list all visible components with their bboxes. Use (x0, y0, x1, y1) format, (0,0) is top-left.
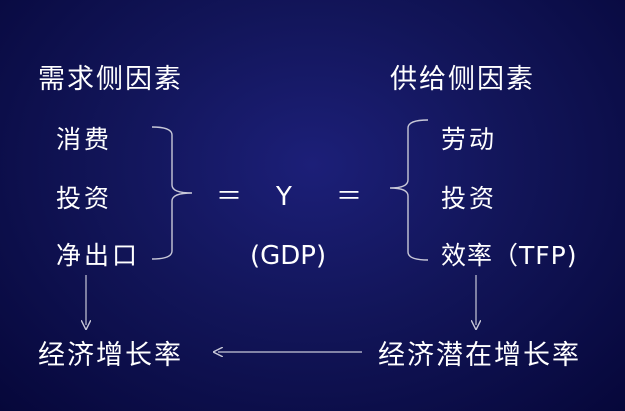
output-symbol-y: Y (276, 182, 292, 212)
demand-item-net-exports: 净出口 (56, 241, 141, 270)
supply-item-labor: 劳动 (441, 125, 498, 154)
demand-item-investment: 投资 (56, 184, 113, 213)
potential-growth-rate-label: 经济潜在增长率 (378, 340, 581, 371)
economic-growth-rate-label: 经济增长率 (38, 340, 183, 371)
left-brace (151, 126, 193, 260)
right-brace (389, 119, 429, 261)
supply-item-investment: 投资 (441, 184, 498, 213)
supply-item-efficiency-tfp: 效率（TFP) (441, 241, 578, 270)
supply-side-heading: 供给侧因素 (390, 64, 535, 95)
equals-sign-left: ＝ (216, 182, 243, 212)
demand-side-heading: 需求侧因素 (38, 64, 183, 95)
demand-item-consumption: 消费 (56, 125, 113, 154)
gdp-label: (GDP) (250, 241, 327, 271)
equals-sign-right: ＝ (336, 182, 363, 212)
